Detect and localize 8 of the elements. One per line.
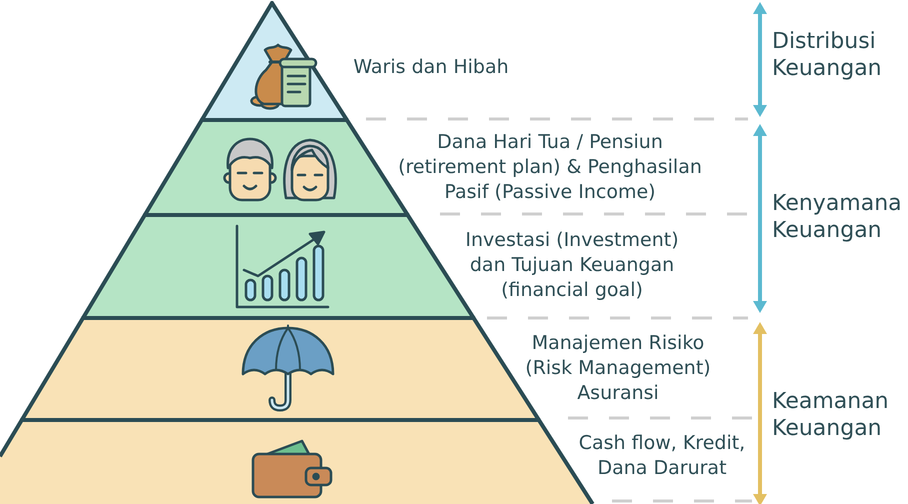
group-label: Kenyamana Keuangan <box>772 190 902 244</box>
group-label: Keamanan Keuangan <box>772 388 889 442</box>
layer-label: Cash flow, Kredit, Dana Darurat <box>578 431 746 481</box>
layer-label: Waris dan Hibah <box>352 55 510 80</box>
group-label: Distribusi Keuangan <box>772 28 882 82</box>
layer-label: Dana Hari Tua / Pensiun (retirement plan) & Penghasilan Pasif (Passive Income) <box>397 130 703 205</box>
layer-label: Manajemen Risiko (Risk Management) Asuransi <box>524 331 712 406</box>
layer-label: Investasi (Investment) dan Tujuan Keuangan (financial goal) <box>464 228 680 303</box>
